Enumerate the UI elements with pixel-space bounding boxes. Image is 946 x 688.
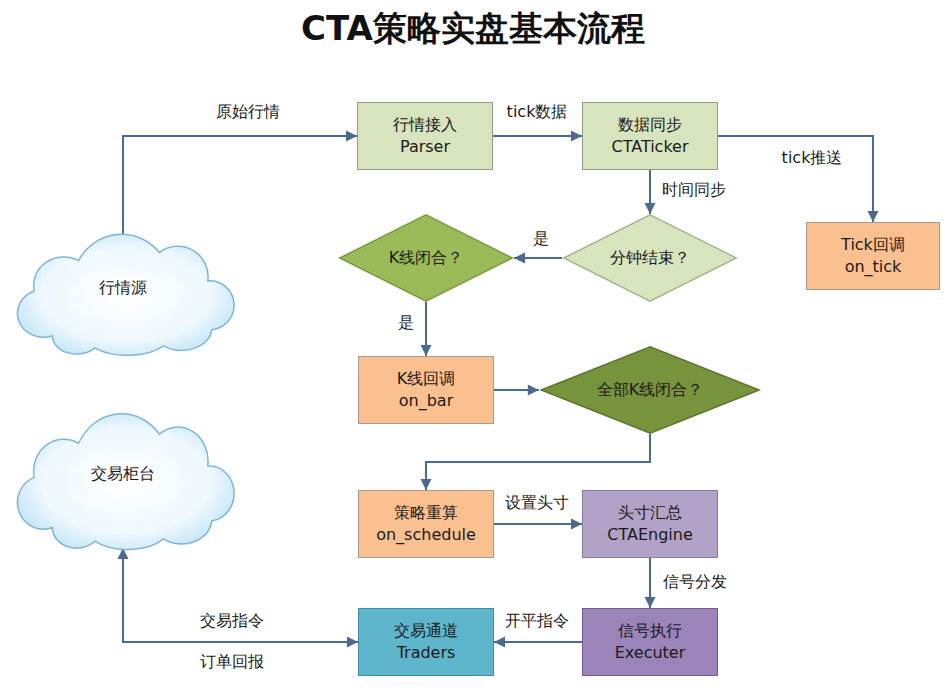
arrow-head: [346, 131, 357, 142]
node-subtitle: on_schedule: [376, 524, 476, 546]
flow-connector: [514, 253, 562, 264]
flow-connector: [494, 385, 539, 396]
cloud-path: [17, 414, 234, 550]
connector-line: [493, 135, 582, 137]
node-title: 交易通道: [394, 620, 458, 642]
connector-line: [494, 523, 582, 525]
arrow-head: [421, 345, 432, 356]
arrow-head: [421, 479, 432, 490]
process-box: 策略重算on_schedule: [358, 490, 494, 558]
node-subtitle: Executer: [615, 642, 686, 664]
node-subtitle: on_tick: [845, 256, 902, 278]
node-subtitle: on_bar: [399, 390, 453, 412]
connector-line: [718, 136, 873, 222]
diamond-fill: [564, 215, 736, 301]
arrow-head: [571, 131, 582, 142]
process-box: 头寸汇总CTAEngine: [582, 490, 718, 558]
node-title: 行情源: [99, 277, 147, 299]
flow-connector: [494, 519, 582, 530]
process-box: 信号执行Executer: [582, 608, 718, 676]
arrow-head: [571, 519, 582, 530]
flow-connector: [645, 170, 656, 214]
arrow-head: [645, 597, 656, 608]
edge-label: 交易指令: [198, 611, 266, 631]
edge-label: 设置头寸: [503, 493, 571, 513]
node-title: 头寸汇总: [618, 502, 682, 524]
edge-label: tick推送: [780, 148, 845, 168]
process-box: 行情接入Parser: [357, 102, 493, 170]
decision-diamond: 分钟结束？: [562, 214, 738, 302]
edge-label: 是: [531, 229, 551, 249]
process-box: 数据同步CTATicker: [582, 102, 718, 170]
cloud-shape: 交易柜台: [12, 400, 234, 548]
node-title: 数据同步: [618, 114, 682, 136]
flow-connector: [421, 434, 650, 490]
node-title: Tick回调: [841, 234, 905, 256]
process-box: 交易通道Traders: [358, 608, 494, 676]
flow-connector: [123, 131, 357, 236]
edge-label: 信号分发: [661, 572, 729, 592]
connector-line: [123, 548, 358, 642]
node-subtitle: CTAEngine: [607, 524, 692, 546]
arrow-head: [347, 637, 358, 648]
edge-label: 时间同步: [660, 180, 728, 200]
flow-connector: [421, 302, 432, 356]
arrow-head: [645, 203, 656, 214]
connector-line: [123, 136, 357, 235]
cloud-path: [17, 234, 234, 355]
node-subtitle: Parser: [400, 136, 450, 158]
flow-connector: [718, 136, 879, 222]
arrow-head: [868, 211, 879, 222]
callback-box: Tick回调on_tick: [806, 222, 940, 290]
connector-line: [426, 434, 650, 490]
node-subtitle: Traders: [397, 642, 456, 664]
arrow-head: [494, 637, 505, 648]
node-title: 策略重算: [394, 502, 458, 524]
flow-connector: [645, 558, 656, 608]
flow-connector: [494, 637, 582, 648]
decision-diamond: K线闭合？: [338, 214, 514, 302]
diamond-fill: [541, 347, 759, 433]
node-title: K线闭合？: [389, 247, 464, 269]
flow-connector: [118, 548, 359, 648]
flow-label: 订单回报: [198, 652, 266, 672]
node-title: K线回调: [397, 368, 456, 390]
node-title: 分钟结束？: [610, 247, 690, 269]
node-subtitle: CTATicker: [611, 136, 688, 158]
node-title: 信号执行: [618, 620, 682, 642]
decision-diamond: 全部K线闭合？: [539, 346, 761, 434]
node-title: 交易柜台: [91, 463, 155, 485]
arrow-head: [528, 385, 539, 396]
node-title: 行情接入: [393, 114, 457, 136]
arrow-head: [514, 253, 525, 264]
edge-label: 是: [396, 313, 416, 333]
edge-label: 原始行情: [214, 102, 282, 122]
callback-box: K线回调on_bar: [358, 356, 494, 424]
node-title: 全部K线闭合？: [597, 379, 704, 401]
edge-label: tick数据: [505, 102, 570, 122]
flow-connector: [493, 131, 582, 142]
connector-line: [494, 641, 582, 643]
edge-label: 开平指令: [503, 611, 571, 631]
diagram-title: CTA策略实盘基本流程: [0, 6, 946, 52]
cloud-shape: 行情源: [12, 222, 234, 354]
diamond-fill: [340, 215, 512, 301]
